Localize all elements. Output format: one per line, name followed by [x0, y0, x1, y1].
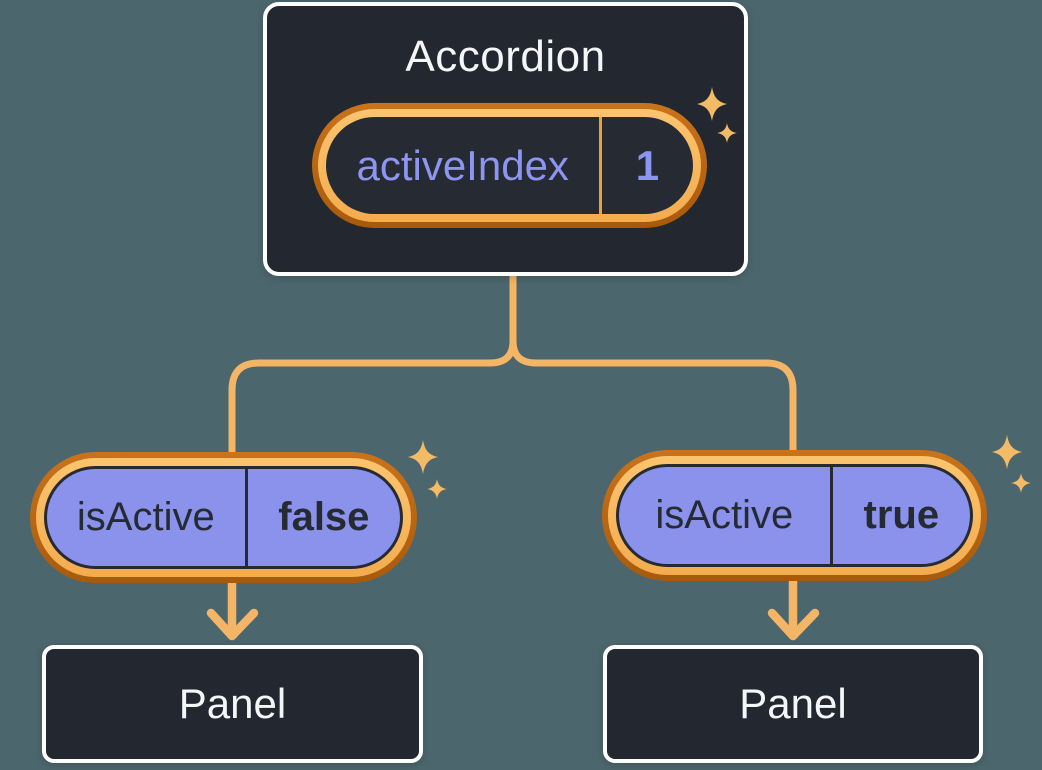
- state-pill: activeIndex 1: [312, 103, 707, 228]
- prop-pill-body: isActive false: [44, 466, 403, 569]
- pill-divider: [599, 117, 602, 214]
- prop-value-cell: true: [833, 467, 970, 564]
- down-arrow-icon: [767, 573, 820, 641]
- state-value: 1: [635, 141, 660, 189]
- prop-pill-ring: isActive false: [36, 458, 411, 577]
- sparkle-icon: [427, 479, 447, 499]
- prop-value: false: [278, 495, 370, 539]
- state-name: activeIndex: [356, 141, 569, 189]
- prop-pill-body: isActive true: [616, 464, 973, 567]
- accordion-title: Accordion: [405, 32, 606, 81]
- sparkle-icon: [407, 439, 439, 475]
- pill-divider: [244, 469, 248, 566]
- prop-value: true: [863, 493, 940, 537]
- panel-card-right: Panel: [603, 645, 983, 763]
- down-arrow-icon: [206, 573, 259, 641]
- arrow-head: [206, 608, 259, 641]
- prop-name: isActive: [655, 493, 794, 537]
- prop-pill-ring: isActive true: [608, 456, 981, 575]
- prop-pill-left: isActive false: [30, 452, 417, 583]
- prop-name-cell: isActive: [619, 467, 830, 564]
- sparkle-icon: [991, 434, 1023, 470]
- state-pill-ring: activeIndex 1: [318, 109, 701, 222]
- state-value-cell: 1: [602, 117, 693, 214]
- state-name-cell: activeIndex: [326, 117, 599, 214]
- state-pill-body: activeIndex 1: [326, 117, 693, 214]
- prop-value-cell: false: [248, 469, 400, 566]
- arrow-head: [767, 608, 820, 641]
- pill-divider: [829, 467, 833, 564]
- panel-card-left: Panel: [42, 645, 423, 763]
- accordion-card: Accordion activeIndex 1: [263, 2, 748, 276]
- prop-pill-right: isActive true: [602, 450, 987, 581]
- prop-name-cell: isActive: [47, 469, 245, 566]
- sparkle-icon: [1011, 473, 1031, 493]
- prop-name: isActive: [76, 495, 215, 539]
